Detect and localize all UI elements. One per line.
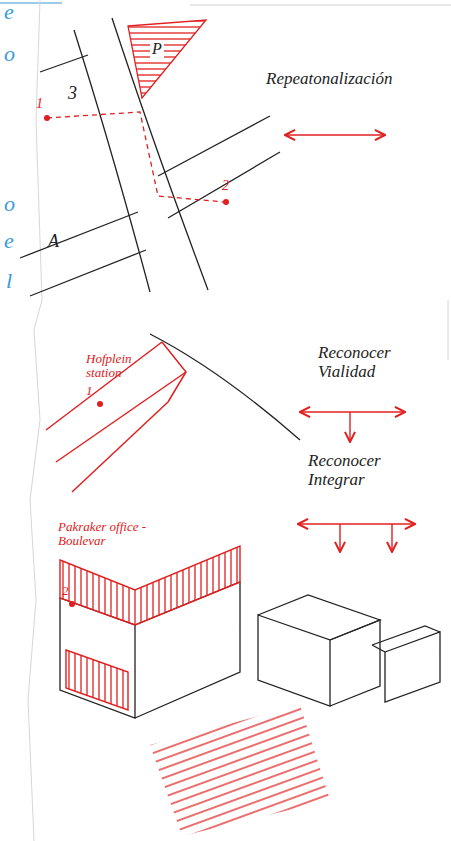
plan-sketch bbox=[20, 18, 280, 296]
double-arrow-symbol bbox=[298, 523, 415, 524]
sketch-label: l bbox=[6, 269, 12, 293]
sketch-label: 2 bbox=[222, 178, 229, 193]
sketch-label: Reconocer Integrar bbox=[308, 452, 418, 489]
viewpoint-dot bbox=[97, 401, 103, 407]
sketch-label: 2 bbox=[62, 584, 69, 598]
page-edge bbox=[190, 5, 451, 6]
route-line bbox=[47, 112, 224, 202]
station-outline bbox=[46, 342, 186, 492]
sketch-label: P bbox=[150, 40, 164, 58]
sketch-label: A bbox=[48, 232, 59, 252]
sketch-label: Hofplein station bbox=[86, 352, 158, 381]
down-arrow-symbol bbox=[339, 524, 340, 552]
sketch-label: o bbox=[4, 192, 15, 216]
sketch-label: Reconocer Vialidad bbox=[318, 344, 428, 381]
down-arrow-symbol bbox=[391, 524, 392, 552]
hatched-facade bbox=[66, 650, 128, 710]
viewpoint-dot bbox=[44, 115, 50, 121]
viewpoint-dot bbox=[223, 199, 229, 205]
sketch-label: 1 bbox=[86, 384, 93, 398]
sketch-label: e bbox=[4, 229, 14, 253]
sketch-label: o bbox=[4, 42, 15, 66]
hatched-ground bbox=[150, 705, 330, 836]
down-arrow-symbol bbox=[349, 412, 350, 442]
sketch-label: e bbox=[4, 0, 14, 24]
sketch-label: 3 bbox=[68, 84, 77, 104]
sketch-label: Pakraker office - Boulevar bbox=[58, 520, 178, 549]
double-arrow-symbol bbox=[285, 134, 385, 135]
sketch-label: 1 bbox=[36, 96, 43, 111]
viewpoint-dot bbox=[69, 601, 75, 607]
page-edge bbox=[448, 300, 449, 360]
double-arrow-symbol bbox=[300, 411, 405, 412]
page-edge bbox=[28, 0, 42, 841]
hatched-plot bbox=[128, 20, 206, 98]
sketch-label: Repeatonalización bbox=[266, 70, 446, 89]
street-line bbox=[150, 334, 300, 440]
hatched-facade bbox=[60, 546, 240, 625]
